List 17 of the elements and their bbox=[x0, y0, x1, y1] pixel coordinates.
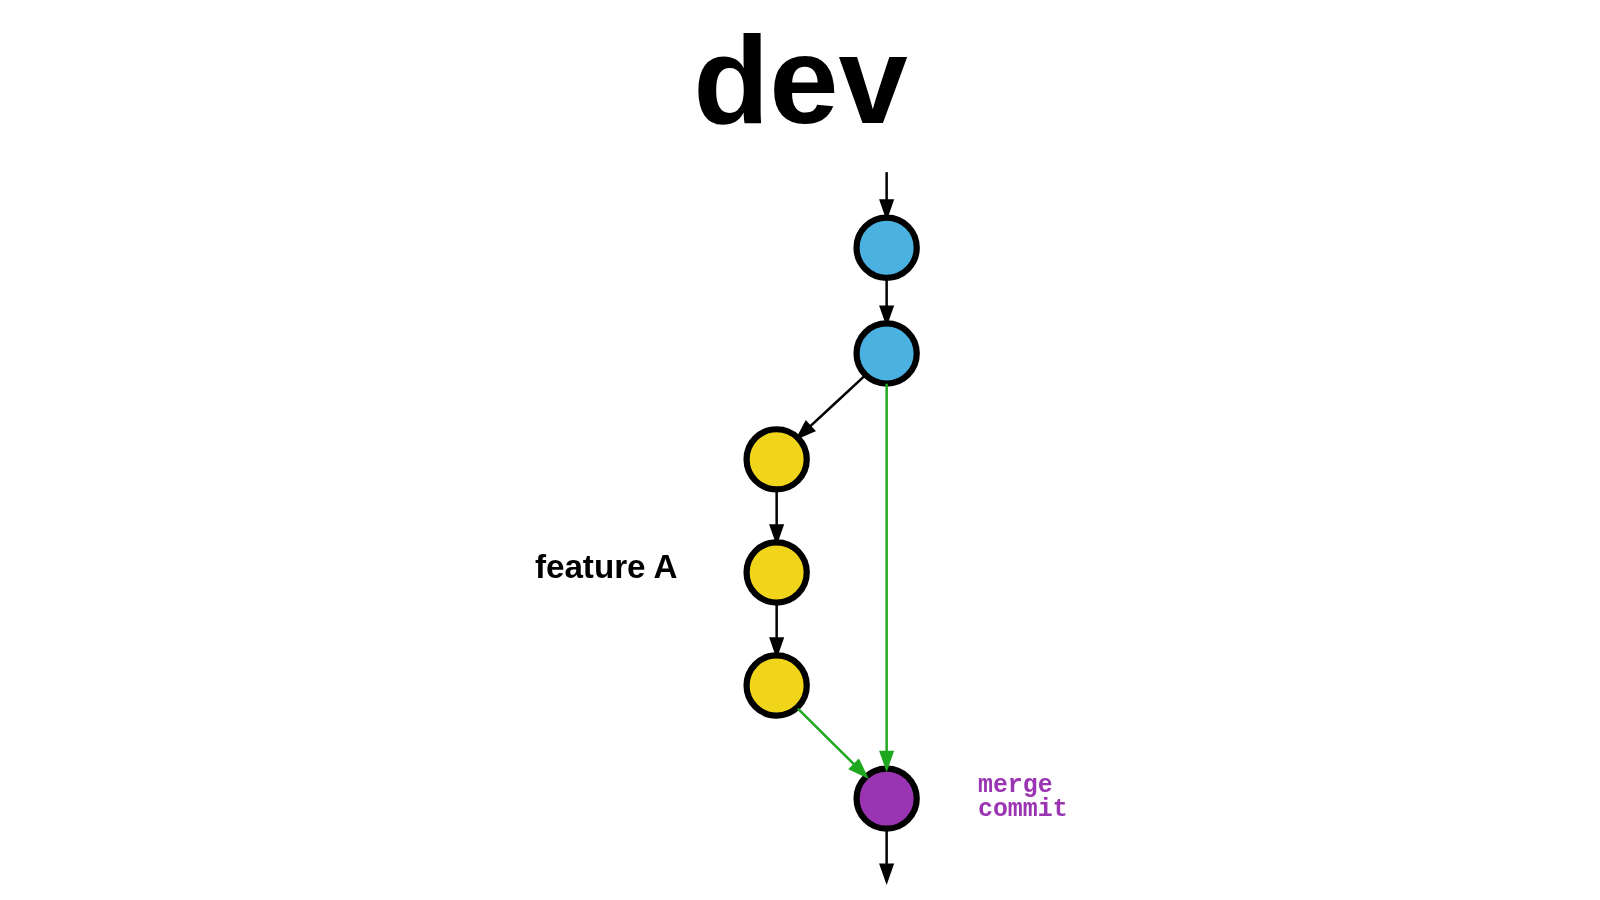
node-circle bbox=[853, 320, 920, 387]
arrow bbox=[879, 172, 895, 221]
arrow bbox=[795, 374, 867, 441]
node-circle bbox=[743, 539, 810, 606]
arrow bbox=[879, 829, 895, 886]
arrow bbox=[879, 383, 895, 773]
node-circle bbox=[743, 426, 810, 493]
arrow bbox=[769, 602, 785, 659]
arrow bbox=[797, 707, 869, 779]
node-circle bbox=[853, 765, 920, 832]
node-circle bbox=[853, 214, 920, 281]
arrow bbox=[769, 489, 785, 546]
label: feature A bbox=[534, 548, 678, 586]
node-circle bbox=[743, 652, 810, 719]
node-label: merge commit bbox=[977, 770, 1068, 824]
diagram-title: dev bbox=[693, 9, 908, 149]
arrow bbox=[879, 278, 895, 327]
